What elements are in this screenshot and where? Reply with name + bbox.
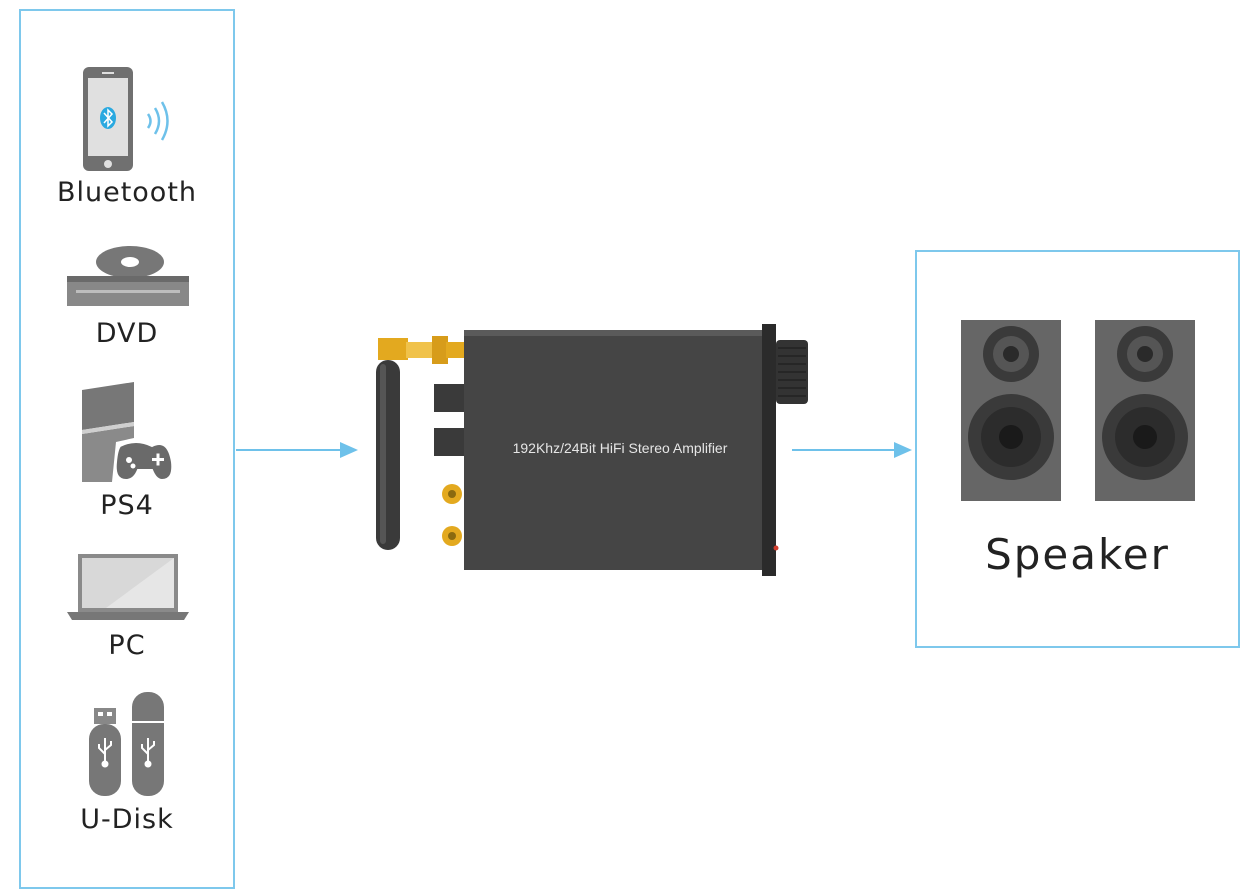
output-arrow bbox=[792, 442, 912, 458]
sources-panel bbox=[19, 9, 235, 889]
phone-bluetooth-icon bbox=[83, 67, 169, 171]
source-label-dvd: DVD bbox=[95, 318, 159, 349]
game-console-icon bbox=[82, 382, 174, 482]
laptop-icon bbox=[67, 554, 189, 620]
dvd-player-icon bbox=[67, 246, 189, 306]
usb-drive-icon bbox=[89, 692, 164, 796]
output-panel bbox=[915, 250, 1240, 648]
speakers-icon bbox=[961, 320, 1195, 501]
speaker-label: Speaker bbox=[985, 530, 1170, 579]
input-arrow bbox=[236, 442, 358, 458]
source-label-bluetooth: Bluetooth bbox=[56, 177, 198, 208]
source-label-pc: PC bbox=[108, 630, 146, 661]
amplifier-icon bbox=[376, 324, 808, 576]
source-label-usb: U-Disk bbox=[80, 804, 174, 835]
amplifier-label: 192Khz/24Bit HiFi Stereo Amplifier bbox=[512, 440, 728, 456]
source-label-ps4: PS4 bbox=[100, 490, 154, 521]
